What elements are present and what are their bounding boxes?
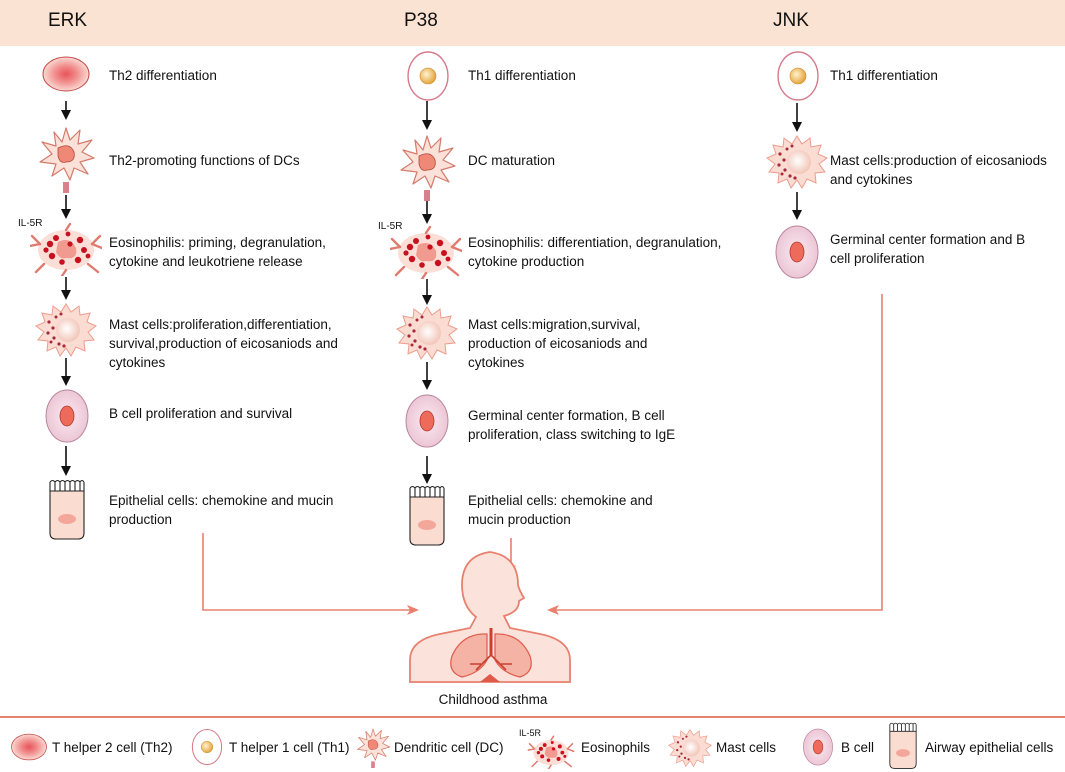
legend-bcell-label: B cell (841, 740, 875, 755)
erk-step-dc: Th2-promoting functions of DCs (109, 153, 300, 168)
mast-cell-icon (396, 305, 458, 361)
legend-th1-icon (190, 728, 224, 766)
legend-th1-label: T helper 1 cell (Th1) (229, 740, 350, 755)
p38-step-epithelial: Epithelial cells: chemokine and mucin pr… (468, 493, 653, 527)
erk-step-bcell: B cell proliferation and survival (109, 406, 293, 421)
th2-cell-icon (41, 49, 91, 99)
dendritic-cell-icon (36, 122, 96, 194)
p38-step-dc: DC maturation (468, 153, 556, 168)
jnk-step-mast: Mast cells:production of eicosaniods and… (830, 153, 1047, 187)
erk-title: ERK (48, 10, 88, 31)
legend-divider (0, 716, 1065, 718)
outcome-label: Childhood asthma (438, 692, 548, 707)
il5r-tag: IL-5R (378, 221, 403, 232)
erk-step-epithelial: Epithelial cells: chemokine and mucin pr… (109, 493, 334, 527)
th1-cell-icon (775, 50, 821, 102)
legend-eosinophil-label: Eosinophils (581, 740, 651, 755)
legend-bcell-icon (802, 727, 834, 767)
erk-step-eosinophil: Eosinophilis: priming, degranulation, cy… (109, 235, 326, 269)
p38-step-mast: Mast cells:migration,survival, productio… (468, 317, 648, 370)
legend-epithelial-icon (886, 722, 920, 770)
il5r-tag: IL-5R (18, 218, 43, 229)
p38-step-eosinophil: Eosinophilis: differentiation, degranula… (468, 235, 722, 269)
header-bar (0, 0, 1065, 46)
legend-mast-icon (668, 728, 712, 768)
legend-th2-icon (10, 730, 48, 764)
b-cell-icon (774, 224, 820, 280)
legend-mast-label: Mast cells (716, 740, 777, 755)
p38-title: P38 (404, 10, 438, 31)
p38-step-th1: Th1 differentiation (468, 68, 576, 83)
legend-il5r-tag: IL-5R (519, 728, 542, 738)
th1-cell-icon (405, 50, 451, 102)
jnk-title: JNK (773, 10, 809, 31)
erk-step-th2: Th2 differentiation (109, 68, 217, 83)
erk-step-mast: Mast cells:proliferation,differentiation… (109, 317, 338, 370)
legend-dc-icon (355, 724, 391, 770)
mast-cell-icon (766, 134, 828, 190)
dendritic-cell-icon (397, 130, 457, 202)
b-cell-icon (404, 393, 450, 449)
mast-cell-icon (35, 302, 97, 358)
eosinophil-icon (390, 225, 462, 279)
legend-dc-label: Dendritic cell (DC) (394, 740, 504, 755)
legend-eosinophil-icon (526, 735, 576, 769)
human-lungs-icon (409, 551, 571, 683)
legend-th2-label: T helper 2 cell (Th2) (52, 740, 173, 755)
epithelial-cell-icon (406, 485, 448, 547)
epithelial-cell-icon (46, 479, 88, 541)
p38-step-bcell: Germinal center formation, B cell prolif… (468, 408, 676, 442)
b-cell-icon (44, 388, 90, 444)
legend-epithelial-label: Airway epithelial cells (925, 740, 1054, 755)
jnk-step-bcell: Germinal center formation and B cell pro… (830, 232, 1026, 266)
eosinophil-icon (30, 222, 102, 276)
jnk-step-th1: Th1 differentiation (830, 68, 938, 83)
